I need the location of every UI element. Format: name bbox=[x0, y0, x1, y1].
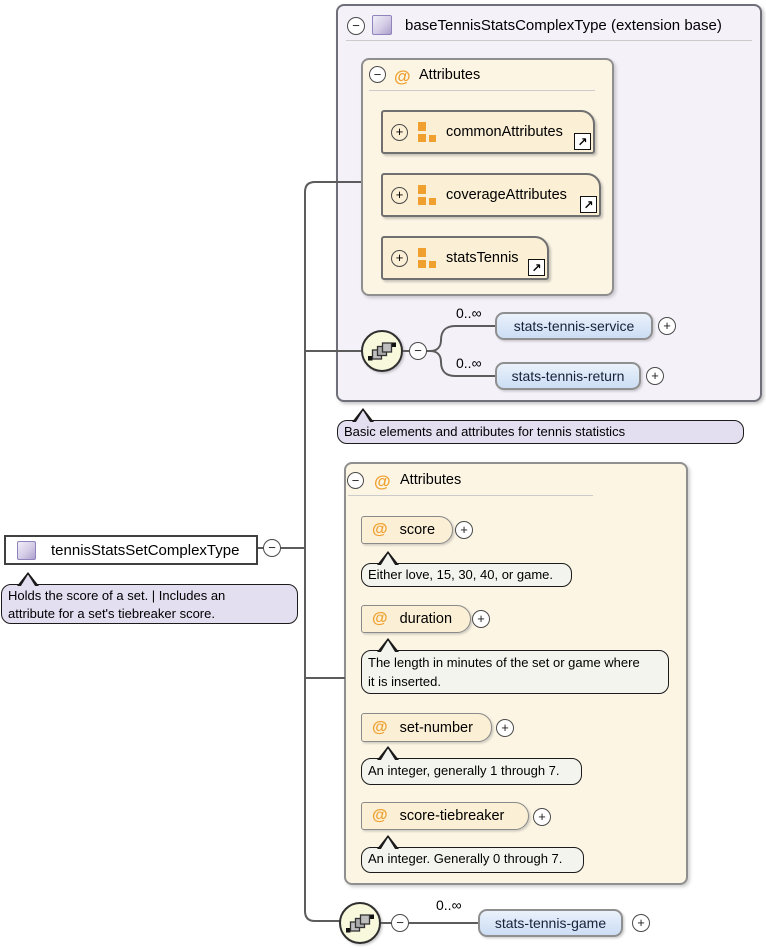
element-stats-tennis-game[interactable]: stats-tennis-game bbox=[478, 909, 623, 937]
attribute-name: score bbox=[399, 522, 436, 538]
expand-toggle-element[interactable]: + bbox=[632, 914, 650, 932]
attribute-annotation: An integer. Generally 0 through 7. bbox=[361, 847, 584, 873]
element-name: stats-tennis-return bbox=[511, 368, 625, 384]
attribute-name: duration bbox=[399, 611, 453, 627]
attributes-header-label: Attributes bbox=[419, 67, 481, 83]
element-stats-tennis-service[interactable]: stats-tennis-service bbox=[495, 312, 653, 340]
attribute-group-statsTennis[interactable]: + statsTennis ↗ bbox=[381, 236, 549, 280]
attribute-at-icon: @ bbox=[372, 718, 388, 736]
collapse-toggle-sequence[interactable]: − bbox=[391, 914, 409, 932]
note-notch bbox=[377, 638, 399, 654]
collapse-toggle-sequence[interactable]: − bbox=[409, 342, 427, 360]
complex-type-icon bbox=[17, 540, 36, 560]
attribute-annotation: The length in minutes of the set or game… bbox=[361, 650, 669, 694]
attribute-set-number[interactable]: @ set-number bbox=[361, 713, 492, 742]
element-name: stats-tennis-game bbox=[494, 915, 607, 931]
expand-toggle-attribute[interactable]: + bbox=[455, 521, 473, 539]
note-notch bbox=[377, 551, 399, 567]
note-notch bbox=[377, 746, 399, 762]
attributes-header-label: Attributes bbox=[400, 472, 462, 488]
occurrence-label: 0..∞ bbox=[436, 897, 462, 913]
note-notch bbox=[352, 408, 374, 424]
complex-type-name: tennisStatsSetComplexType bbox=[51, 541, 240, 559]
attribute-at-icon: @ bbox=[372, 610, 388, 627]
occurrence-label: 0..∞ bbox=[456, 355, 482, 371]
attribute-group-commonAttributes[interactable]: + commonAttributes ↗ bbox=[381, 110, 595, 154]
sequence-icon bbox=[368, 342, 396, 361]
header-divider bbox=[346, 40, 752, 41]
sequence-compositor[interactable] bbox=[361, 330, 403, 372]
attribute-at-icon: @ bbox=[372, 807, 388, 824]
expand-toggle-attribute[interactable]: + bbox=[496, 719, 514, 737]
attribute-group-icon bbox=[418, 122, 436, 142]
attribute-name: set-number bbox=[399, 719, 473, 736]
expand-toggle[interactable]: + bbox=[391, 123, 408, 141]
jump-to-definition-icon[interactable]: ↗ bbox=[528, 259, 545, 276]
header-divider bbox=[348, 495, 593, 496]
attribute-annotation: An integer, generally 1 through 7. bbox=[361, 758, 582, 785]
collapse-toggle-base-attributes[interactable]: − bbox=[369, 66, 386, 83]
collapse-toggle-root[interactable]: − bbox=[263, 539, 281, 557]
collapse-toggle-base-panel[interactable]: − bbox=[347, 17, 365, 35]
note-notch bbox=[377, 835, 399, 851]
base-type-title: baseTennisStatsComplexType (extension ba… bbox=[405, 17, 722, 34]
jump-to-definition-icon[interactable]: ↗ bbox=[580, 196, 597, 213]
expand-toggle[interactable]: + bbox=[391, 249, 408, 267]
attribute-group-name: commonAttributes bbox=[446, 124, 563, 140]
attribute-group-icon bbox=[418, 185, 436, 205]
occurrence-label: 0..∞ bbox=[456, 305, 482, 321]
expand-toggle-attribute[interactable]: + bbox=[472, 610, 490, 628]
sequence-icon bbox=[346, 914, 374, 933]
jump-to-definition-icon[interactable]: ↗ bbox=[574, 133, 591, 150]
collapse-toggle-attributes[interactable]: − bbox=[347, 472, 364, 489]
complex-type-icon bbox=[372, 15, 392, 35]
attribute-at-icon: @ bbox=[372, 521, 388, 538]
root-type-annotation: Holds the score of a set. | Includes an … bbox=[1, 584, 298, 624]
attribute-group-coverageAttributes[interactable]: + coverageAttributes ↗ bbox=[381, 173, 601, 217]
attribute-group-name: coverageAttributes bbox=[446, 187, 567, 203]
complex-type-tennisStatsSetComplexType[interactable]: tennisStatsSetComplexType bbox=[4, 535, 258, 565]
attribute-annotation: Either love, 15, 30, 40, or game. bbox=[361, 563, 572, 587]
attribute-group-name: statsTennis bbox=[446, 250, 519, 266]
element-stats-tennis-return[interactable]: stats-tennis-return bbox=[495, 362, 641, 390]
attributes-at-icon: @ bbox=[394, 67, 411, 86]
expand-toggle-element[interactable]: + bbox=[646, 367, 664, 385]
sequence-compositor[interactable] bbox=[339, 902, 381, 944]
base-type-annotation: Basic elements and attributes for tennis… bbox=[337, 420, 744, 444]
attribute-duration[interactable]: @ duration bbox=[361, 605, 471, 633]
attribute-group-icon bbox=[418, 248, 436, 268]
expand-toggle-element[interactable]: + bbox=[658, 317, 676, 335]
element-name: stats-tennis-service bbox=[513, 318, 635, 334]
note-notch bbox=[17, 572, 39, 588]
attribute-name: score-tiebreaker bbox=[399, 808, 505, 824]
header-divider bbox=[369, 90, 595, 91]
attributes-at-icon: @ bbox=[374, 472, 391, 491]
expand-toggle-attribute[interactable]: + bbox=[533, 808, 551, 826]
attribute-score[interactable]: @ score bbox=[361, 516, 453, 544]
expand-toggle[interactable]: + bbox=[391, 186, 408, 204]
attribute-score-tiebreaker[interactable]: @ score-tiebreaker bbox=[361, 802, 529, 830]
